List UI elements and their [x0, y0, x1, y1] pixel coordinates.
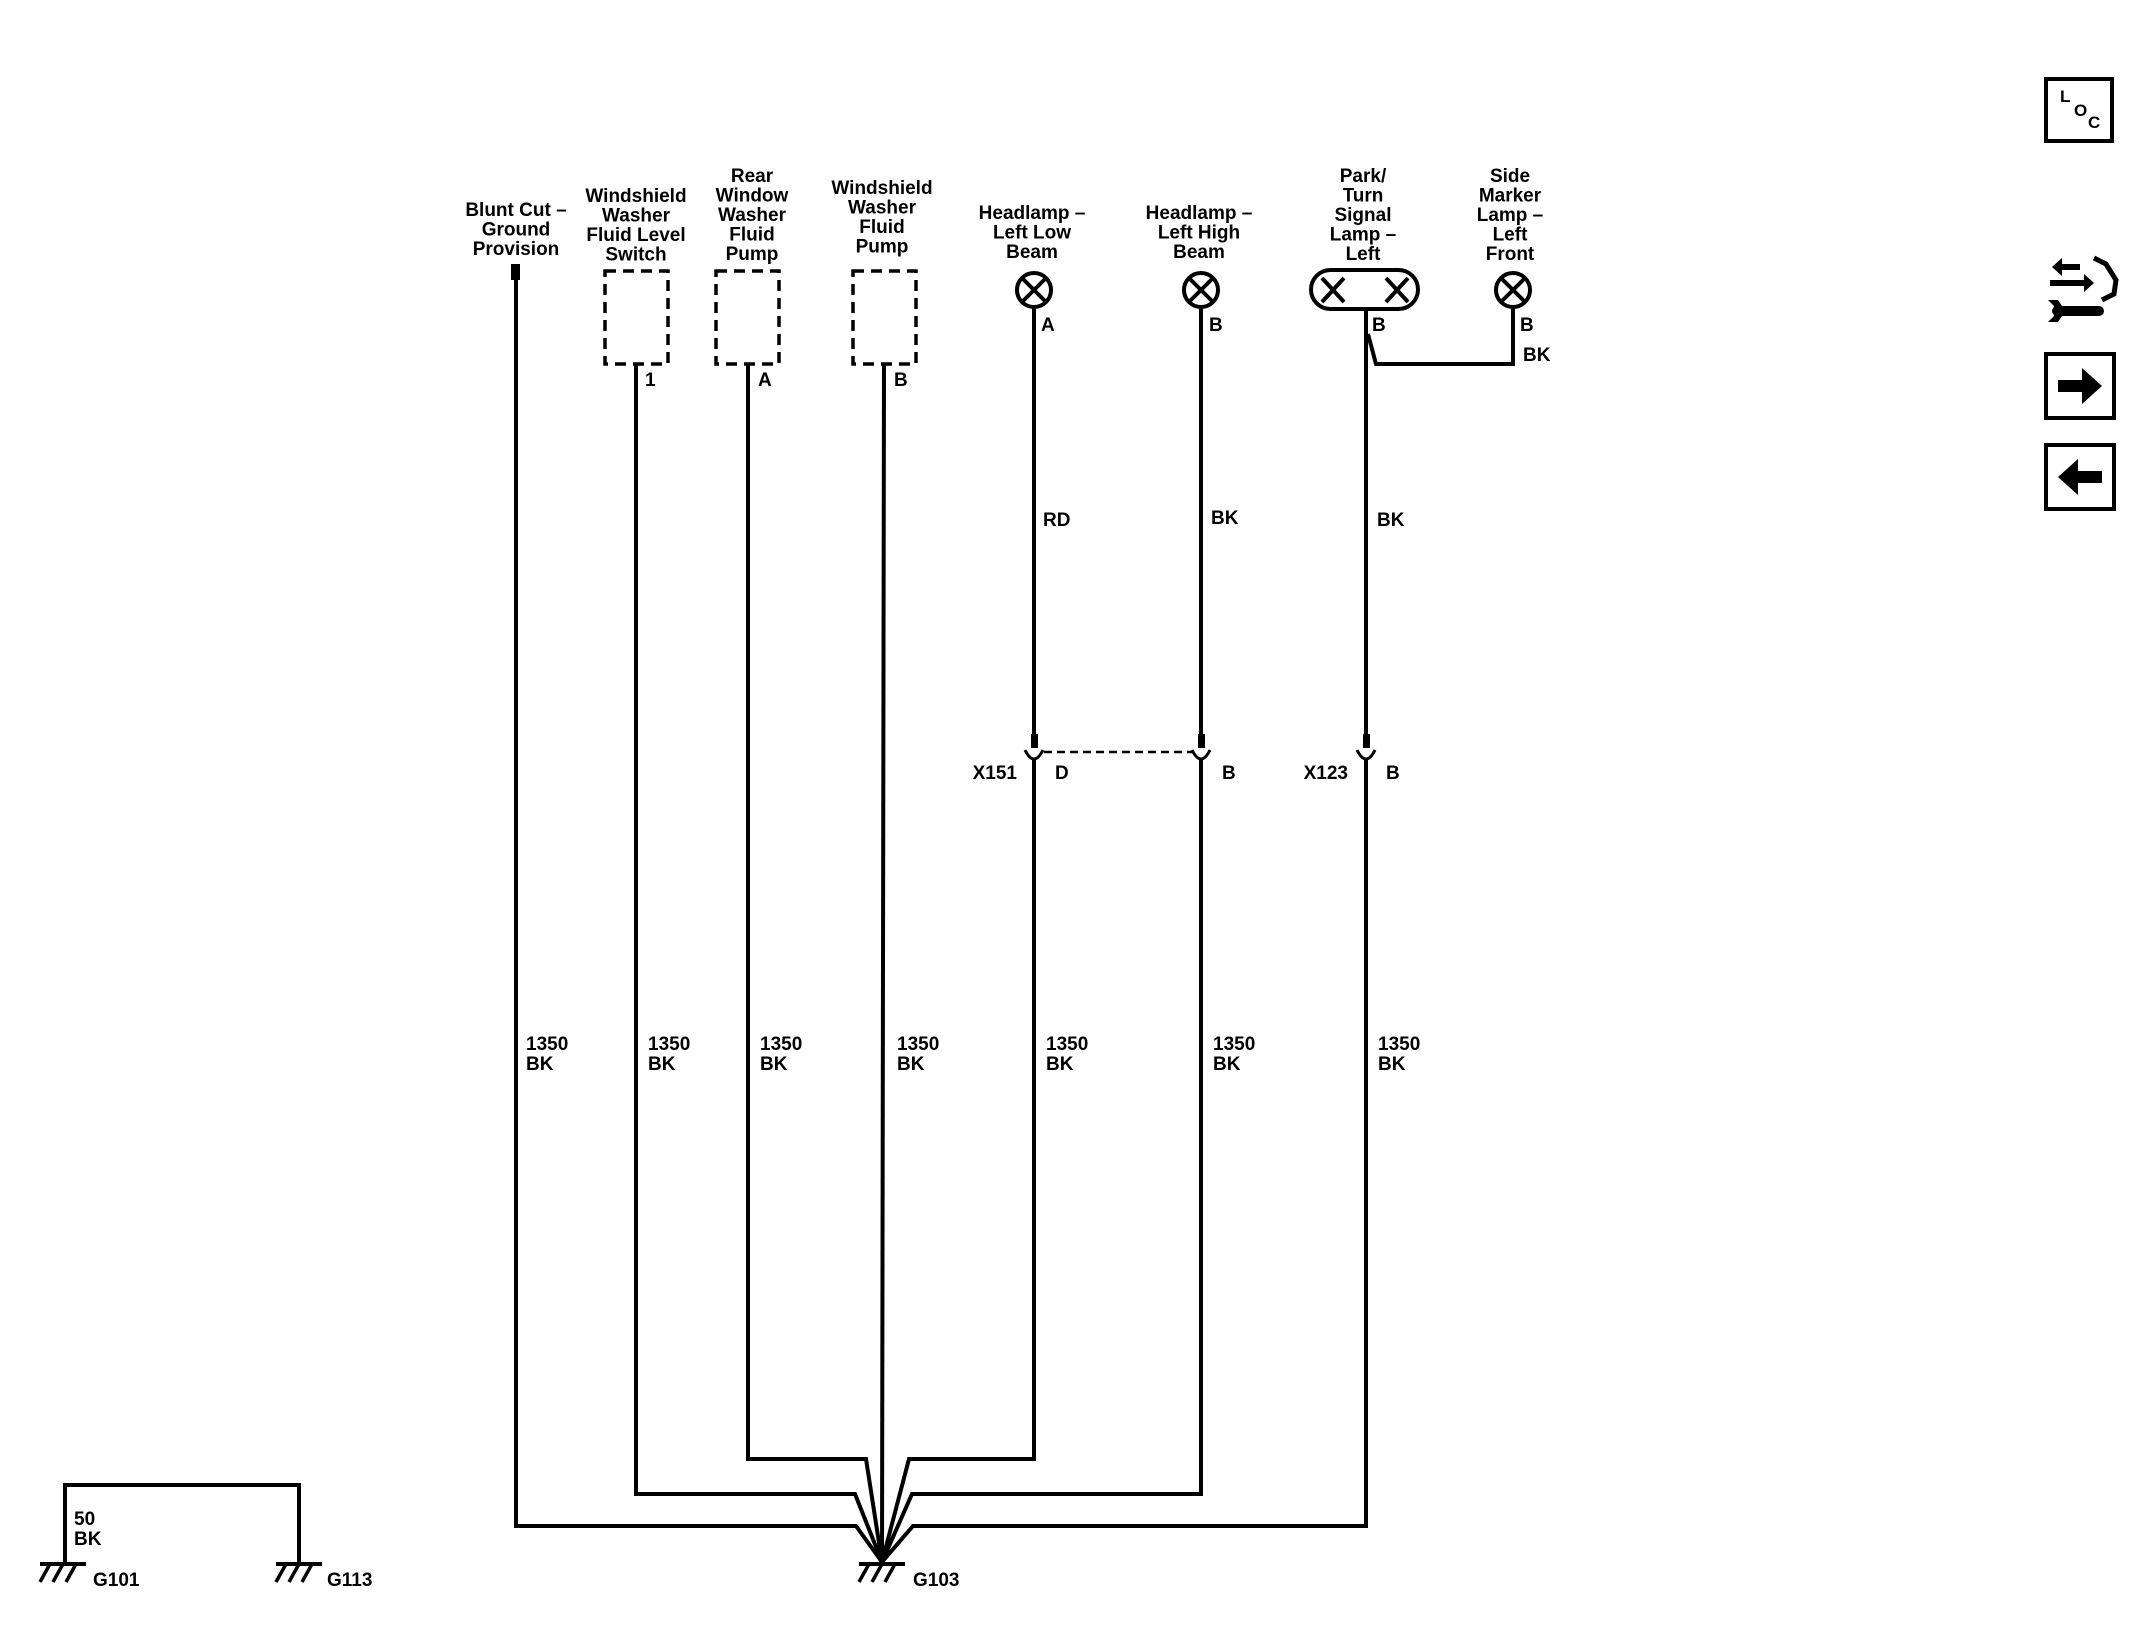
circuit-color-label: BK	[526, 1054, 554, 1075]
ground-g103-label: G103	[913, 1570, 959, 1591]
ground-link-number: 50	[74, 1509, 95, 1530]
circuit-number-label: 1350	[526, 1034, 568, 1055]
circuit-number-label: 1350	[1378, 1034, 1420, 1055]
connector-x151-b	[1190, 734, 1212, 761]
windshield-pump-box	[851, 269, 918, 366]
ground-g101-icon	[38, 1562, 86, 1583]
wire-fluid-level-switch-ground	[634, 364, 884, 1563]
circuit-color-label: BK	[1046, 1054, 1074, 1075]
circuit-number-label: 1350	[1046, 1034, 1088, 1055]
pin-park-turn: B	[1372, 315, 1386, 336]
circuit-number-label: 1350	[648, 1034, 690, 1055]
blunt-cut-stub	[511, 264, 520, 280]
ground-g101-label: G101	[93, 1570, 140, 1591]
circuit-number-label: 1350	[1213, 1034, 1255, 1055]
wire-color-side-marker: BK	[1523, 345, 1551, 366]
circuit-color-label: BK	[648, 1054, 676, 1075]
ground-link-color: BK	[74, 1529, 102, 1550]
wire-park-turn-ground	[880, 760, 1368, 1564]
wire-blunt-cut-ground	[514, 280, 884, 1564]
fluid-level-switch-box	[603, 269, 670, 366]
wire-windshield-pump-ground	[880, 363, 886, 1563]
arrow-right-icon	[2058, 368, 2102, 404]
circuit-color-label: BK	[897, 1054, 925, 1075]
wire-rear-pump-ground	[746, 364, 884, 1563]
connector-info-button[interactable]	[2044, 250, 2120, 330]
pin-side-marker: B	[1520, 315, 1534, 336]
connector-x151-pin-d: D	[1055, 763, 1069, 784]
circuit-color-label: BK	[1378, 1054, 1406, 1075]
circuit-color-label: BK	[1213, 1054, 1241, 1075]
wire-high-beam-ground	[880, 760, 1203, 1563]
circuit-color-label: BK	[760, 1054, 788, 1075]
wire-low-beam-ground	[880, 760, 1036, 1563]
ground-g103-icon	[857, 1562, 905, 1583]
connector-x151-d	[1023, 734, 1045, 761]
connector-x151-pin-b: B	[1222, 763, 1236, 784]
park-turn-dual-lamp-icon	[1309, 268, 1420, 311]
pin-rear-pump: A	[758, 370, 772, 391]
pin-fluid-level-switch: 1	[645, 370, 656, 391]
ground-g113-icon	[274, 1562, 322, 1583]
high-beam-lamp-icon	[1182, 271, 1220, 309]
pin-windshield-pump: B	[894, 370, 908, 391]
location-button[interactable]: L O C	[2044, 77, 2114, 143]
svg-text:L: L	[2060, 87, 2070, 106]
connector-x123-pin-b: B	[1386, 763, 1400, 784]
pin-low-beam: A	[1041, 315, 1055, 336]
pin-high-beam: B	[1209, 315, 1223, 336]
connector-x123-b	[1355, 734, 1377, 761]
ground-g113-label: G113	[327, 1570, 372, 1591]
wire-g101-g113-link	[63, 1483, 301, 1562]
rear-pump-box	[714, 269, 781, 366]
connector-x123-name: X123	[1304, 763, 1348, 784]
wire-color-park-turn: BK	[1377, 510, 1405, 531]
circuit-labels: 1350 BK 1350 BK 1350 BK 1350 BK 1350 BK …	[526, 1034, 1420, 1075]
svg-text:C: C	[2088, 113, 2100, 132]
next-page-button[interactable]	[2044, 352, 2116, 420]
connector-x151-name: X151	[973, 763, 1018, 784]
svg-text:O: O	[2074, 101, 2087, 120]
circuit-number-label: 1350	[897, 1034, 939, 1055]
arrow-left-icon	[2058, 459, 2102, 495]
circuit-number-label: 1350	[760, 1034, 802, 1055]
loc-icon: L O C	[2060, 87, 2100, 132]
wire-side-marker	[1366, 307, 1515, 366]
wire-color-high-beam: BK	[1211, 508, 1239, 529]
previous-page-button[interactable]	[2044, 443, 2116, 511]
connector-wrench-icon	[2048, 255, 2119, 322]
side-marker-lamp-icon	[1494, 271, 1532, 309]
wire-color-low-beam: RD	[1043, 510, 1070, 531]
low-beam-lamp-icon	[1015, 271, 1053, 309]
